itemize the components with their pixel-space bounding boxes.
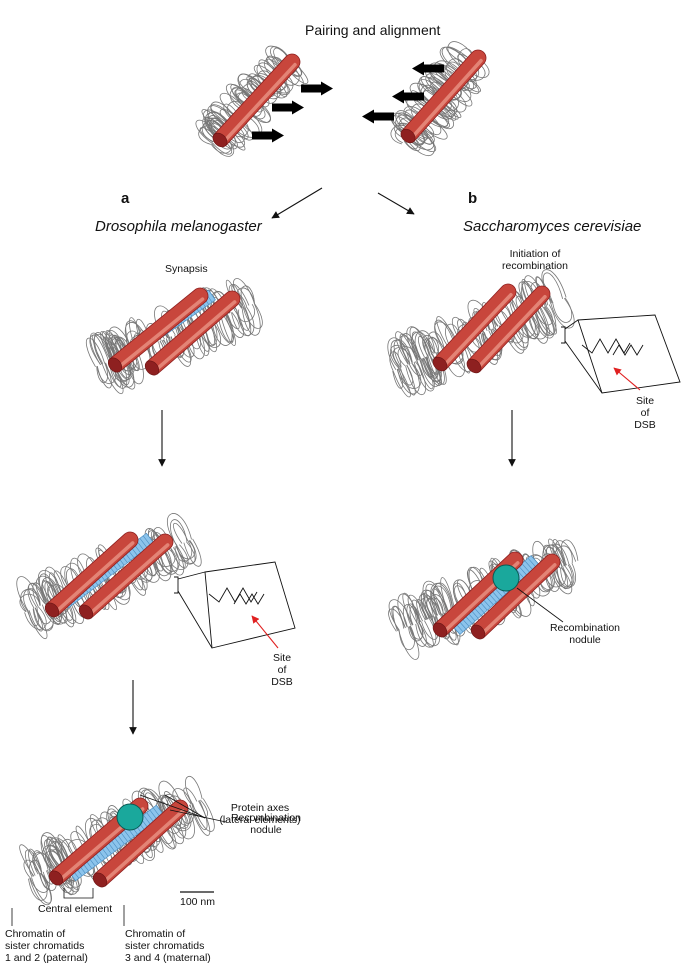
arrow-to-panel-b [377,192,415,215]
axis-b-nodule-2 [470,553,561,640]
panel-a-species: Drosophila melanogaster [95,218,262,235]
leader-nodule-b [516,587,564,623]
arrow-to-panel-a [271,187,323,219]
chromatin-maternal-line2: sister chromatids [125,940,205,953]
recombination-nodule-label-a: Recombination nodule [222,812,310,836]
chromatin-paternal-line2: sister chromatids [5,940,85,953]
recombination-nodule-a [116,803,144,831]
synapsis-label: Synapsis [165,263,208,275]
protein-axes-label-line2: (lateral elements) [219,814,301,827]
axis-a-dsb-1 [44,531,139,618]
initiation-label-line1: Initiation of [509,248,561,260]
recombination-nodule-label-a-line2: nodule [250,824,282,837]
axis-b-init-2 [466,285,551,374]
leader-axes-2 [139,794,206,819]
chromatin-maternal-line1: Chromatin of [125,928,186,940]
dsb-label-b: Site of DSB [625,395,665,431]
scale-bar-label: 100 nm [180,896,216,908]
arrow-block-left-1 [412,61,444,76]
dsb-label-a-line2: of [277,664,287,677]
initiation-label-line2: recombination [502,260,568,273]
chromatin-maternal-label: Chromatin of sister chromatids 3 and 4 (… [125,928,211,964]
chromatin-paternal-line3: 1 and 2 (paternal) [5,952,88,965]
arrow-block-right-1 [301,81,333,96]
panel-a-letter: a [121,190,130,207]
recombination-nodule-b [492,564,520,592]
axis-b-init-1 [432,283,517,372]
recombination-nodule-label-a-line1: Recombination [230,812,302,824]
axis-a-final-2 [92,799,189,888]
axis-top-right [400,49,487,144]
dsb-arrow-b [613,367,641,391]
arrow-block-left-3 [362,109,394,124]
protein-axes-label-line1: Protein axes [230,802,290,814]
initiation-label: Initiation of recombination [490,248,580,272]
panel-b-species: Saccharomyces cerevisiae [463,218,642,235]
dsb-arrow-a [251,615,279,649]
dsb-label-a: Site of DSB [262,652,302,688]
arrow-block-right-3 [252,128,284,143]
chromatin-maternal-line3: 3 and 4 (maternal) [125,952,211,965]
panel-b-letter: b [468,190,478,207]
recombination-nodule-label-b-line1: Recombination [549,622,621,634]
dsb-label-b-line1: Site [635,395,655,407]
axis-a-dsb-2 [78,533,174,620]
leader-nodule-a [169,809,227,823]
arrow-block-left-2 [392,89,424,104]
arrow-block-right-2 [272,100,304,115]
central-element-label: Central element [38,903,113,915]
dsb-label-b-line2: of [640,407,650,420]
axis-top-left [212,53,301,148]
diagram-title: Pairing and alignment [305,22,441,38]
central-element-bracket [63,888,94,899]
axis-a-synapsis-1 [107,287,209,373]
protein-axes-label: Protein axes (lateral elements) [205,802,315,826]
dsb-inset-a [174,561,296,649]
dsb-label-a-line3: DSB [271,676,293,689]
recombination-nodule-label-b: Recombination nodule [540,622,630,646]
dsb-label-b-line3: DSB [634,419,656,432]
chromatin-paternal-label: Chromatin of sister chromatids 1 and 2 (… [5,928,88,964]
dsb-inset-b [561,314,681,394]
recombination-nodule-label-b-line2: nodule [569,634,601,647]
chromatin-paternal-line1: Chromatin of [5,928,66,940]
axis-a-synapsis-2 [144,290,241,376]
leader-axes-1 [164,794,206,819]
dsb-label-a-line1: Site [272,652,292,664]
